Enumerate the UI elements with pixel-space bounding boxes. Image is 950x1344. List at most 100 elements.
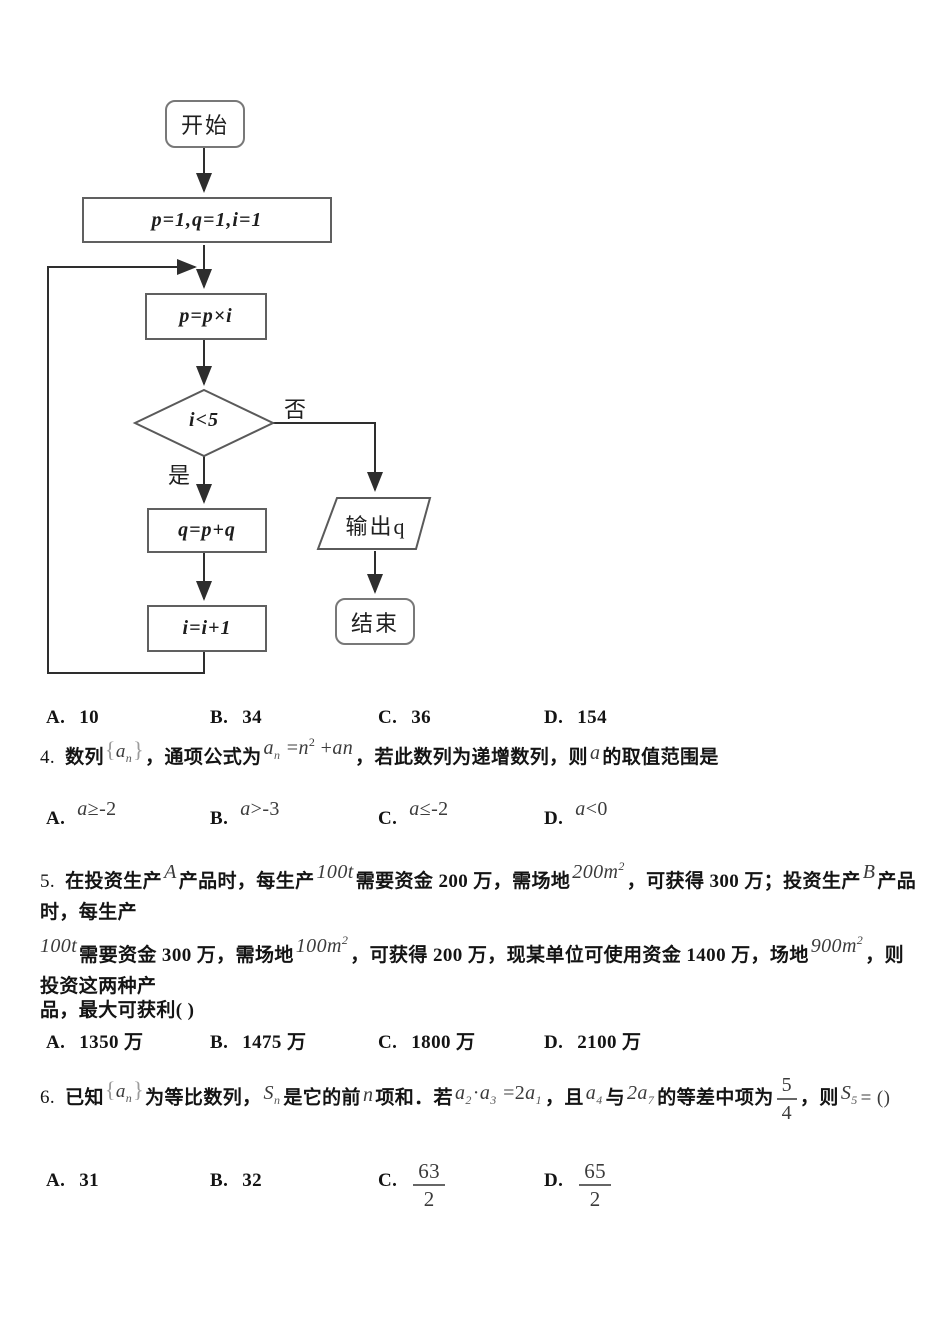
q6-text: 为等比数列，: [145, 1087, 262, 1109]
flowchart-start-label: 开始: [180, 113, 229, 138]
q4-option-c: C. a≤-2: [378, 798, 449, 837]
q5-option-d: D. 2100 万: [544, 1028, 641, 1058]
arrow-decision-no-to-output: [273, 422, 383, 492]
q4-formula: an =n2 +an: [263, 735, 354, 762]
q4-text-lead: 数列: [65, 747, 104, 768]
q6-text: 项和．若: [375, 1087, 453, 1109]
q3-option-a-value: 10: [79, 707, 100, 728]
q4-option-a-value: a≥-2: [77, 798, 117, 820]
q3-option-d-value: 154: [577, 707, 607, 728]
q5-number: 5.: [40, 871, 56, 892]
q5-option-d-label: D.: [544, 1032, 564, 1053]
q6-number: 6.: [40, 1087, 56, 1109]
q5-option-a-label: A.: [46, 1032, 66, 1053]
q3-option-a: A. 10: [46, 703, 99, 733]
q5-product-a: A: [164, 861, 177, 883]
q5-option-c-label: C.: [378, 1032, 398, 1053]
q4-option-b-label: B.: [210, 808, 229, 829]
q5-text: ，可获得 300 万；投资生产: [626, 871, 861, 892]
flowchart-multiply-node: p=p×i: [145, 293, 267, 340]
q5-option-b-label: B.: [210, 1032, 229, 1053]
flowchart-start-node: 开始: [165, 100, 245, 148]
q4-option-d: D.a<0: [544, 798, 608, 837]
q6-s5: S5: [840, 1082, 858, 1108]
q6-text: 的等差中项为: [657, 1087, 774, 1109]
q6-option-b-value: 32: [242, 1170, 263, 1191]
flowchart-connectors: [47, 148, 432, 674]
q4-text-mid2: ，若此数列为递增数列，则: [355, 747, 588, 768]
q5-option-c: C. 1800 万: [378, 1028, 475, 1058]
q6-option-a: A. 31: [46, 1166, 99, 1208]
q4-option-a-label: A.: [46, 808, 66, 829]
q6-text: 已知: [65, 1087, 104, 1109]
q5-text: 需要资金 300 万，需场地: [79, 945, 294, 966]
flowchart-yes-branch-label: 是: [167, 463, 192, 488]
q4-sequence-notation: {an}: [104, 737, 145, 765]
q5-qty-100t-2: 100t: [40, 935, 78, 957]
q3-option-d: D. 154: [544, 703, 607, 733]
q6-option-a-value: 31: [79, 1170, 100, 1191]
q6-option-d-label: D.: [544, 1170, 564, 1191]
flowchart-init-label: p=1,q=1,i=1: [151, 208, 263, 231]
q5-qty-100t: 100t: [316, 861, 354, 883]
q4-option-b: B. a>-3: [210, 798, 280, 837]
q5-text: 在投资生产: [65, 871, 163, 892]
q6-condition-1: a2·a3 =2a1: [454, 1082, 542, 1108]
q5-product-b: B: [862, 861, 876, 883]
q3-option-b-value: 34: [242, 707, 263, 728]
q4-option-b-value: a>-3: [240, 798, 280, 820]
decision-diamond: [132, 388, 276, 458]
q6-2a7: 2a7: [627, 1082, 655, 1108]
q5-option-a: A.1350 万: [46, 1028, 143, 1058]
q4-text-tail: 的取值范围是: [602, 747, 719, 768]
flowchart-increment-node: i=i+1: [147, 605, 267, 652]
flowchart-increment-label: i=i+1: [182, 617, 232, 639]
flowchart-no-branch-label: 否: [283, 397, 308, 422]
q5-area-100m2: 100m2: [295, 933, 349, 957]
q4-option-d-label: D.: [544, 808, 564, 829]
q5-text: ，可获得 200 万，现某单位可使用资金 1400 万，场地: [350, 945, 809, 966]
flowchart-end-label: 结束: [350, 610, 399, 636]
q4-number: 4.: [40, 747, 56, 768]
q5-text: 需要资金 200 万，需场地: [355, 871, 571, 892]
q6-text: ，则: [800, 1087, 839, 1109]
q6-a4: a4: [585, 1082, 603, 1108]
q3-option-d-label: D.: [544, 707, 564, 728]
q5-text: 产品时，每生产: [40, 871, 917, 923]
q5-option-b: B.1475 万: [210, 1028, 306, 1058]
q4-option-c-value: a≤-2: [409, 798, 449, 820]
q4-text-mid1: ，通项公式为: [145, 747, 262, 768]
flowchart: 开始 p=1,q=1,i=1 p=p×i i<5 否 是 q=p+q 输出q i…: [40, 95, 460, 695]
flowchart-end-node: 结束: [335, 598, 415, 645]
q6-option-b-label: B.: [210, 1170, 229, 1191]
q4-option-c-label: C.: [378, 808, 398, 829]
q6-equals-parens: = (): [860, 1087, 891, 1109]
output-parallelogram: [316, 497, 432, 550]
q4-option-a: A. a≥-2: [46, 798, 117, 837]
q6-option-a-label: A.: [46, 1170, 66, 1191]
q5-option-d-value: 2100 万: [577, 1032, 642, 1053]
flowchart-multiply-label: p=p×i: [179, 305, 233, 327]
flowchart-decision-label: i<5: [189, 409, 219, 431]
q5-option-c-value: 1800 万: [411, 1032, 476, 1053]
q6-option-b: B. 32: [210, 1166, 262, 1208]
q6-sn: Sn: [263, 1082, 281, 1108]
q5-text: 产品时，每生产: [178, 871, 315, 892]
q5-text: ，则投资这两种产: [40, 945, 905, 997]
q6-text: 是它的前: [283, 1087, 361, 1109]
q5-stem-line3: 品，最大可获利( ): [40, 996, 920, 1026]
flowchart-output-label: 输出q: [345, 514, 407, 539]
flowchart-accumulate-node: q=p+q: [147, 508, 267, 553]
q3-option-a-label: A.: [46, 707, 66, 728]
